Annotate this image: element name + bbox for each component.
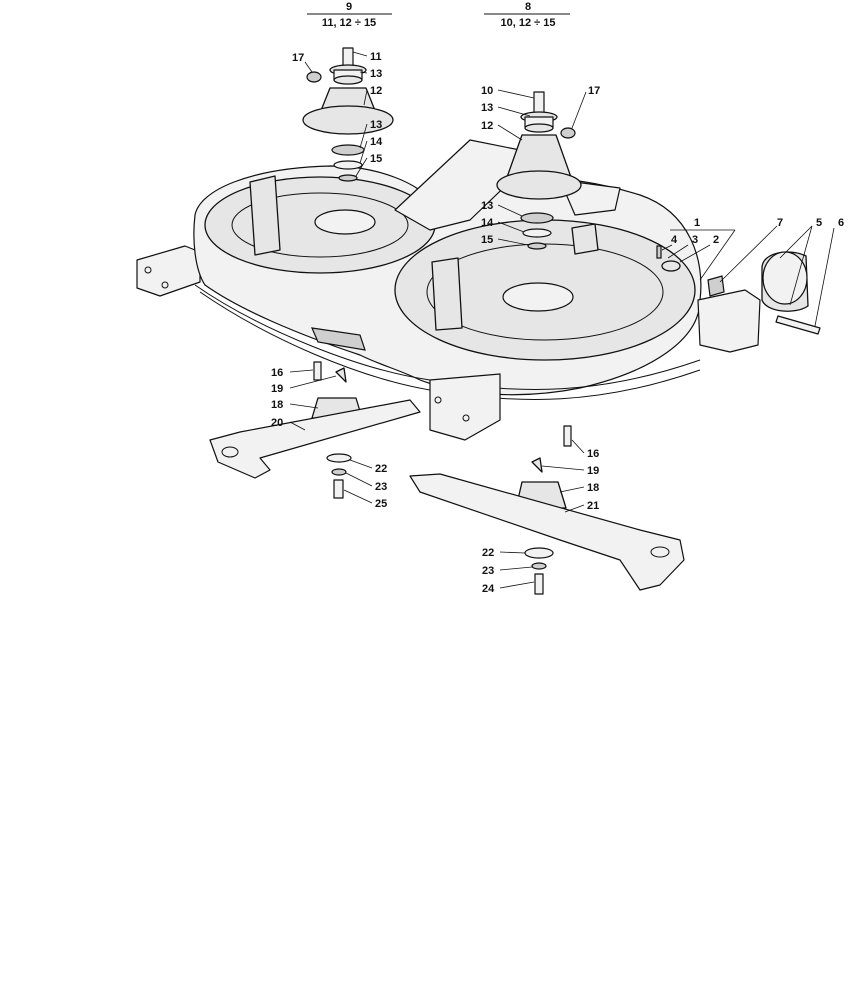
bolt-25 [333, 479, 344, 499]
callout-14: 14 [481, 217, 494, 229]
callout-17: 17 [292, 52, 304, 64]
bolt-16-right [563, 425, 572, 447]
callout-23: 23 [482, 565, 494, 577]
washer-22-right [524, 547, 554, 559]
washer-23-left [331, 468, 347, 476]
callout-11: 11 [370, 51, 382, 63]
bolt-4 [656, 245, 662, 259]
callout-25: 25 [375, 498, 387, 510]
callout-16: 16 [587, 448, 599, 460]
callout-18: 18 [587, 482, 599, 494]
callout-13: 13 [370, 68, 382, 80]
bolt-24 [534, 573, 544, 595]
callout-7: 7 [777, 217, 783, 229]
blade-21 [409, 473, 685, 591]
washer-23-right [531, 562, 547, 570]
deck-housing [136, 139, 761, 441]
header-right-top: 8 [525, 1, 531, 13]
callout-13: 13 [481, 200, 493, 212]
blade-assembly-left [209, 361, 421, 499]
callout-22: 22 [482, 547, 494, 559]
spindle-assembly-left [302, 47, 394, 182]
callout-12: 12 [370, 85, 382, 97]
callout-17: 17 [588, 85, 600, 97]
assembly-header-left: 9 11, 12 ÷ 15 [307, 1, 392, 29]
washer-2 [661, 260, 681, 272]
callout-1: 1 [694, 217, 700, 229]
bolt-16-left [313, 361, 322, 381]
callout-4: 4 [671, 234, 678, 246]
header-left-top: 9 [346, 1, 352, 13]
callout-15: 15 [481, 234, 493, 246]
key-19-left [335, 367, 347, 383]
callout-12: 12 [481, 120, 493, 132]
header-right-bottom: 10, 12 ÷ 15 [501, 17, 556, 29]
leader-lines [289, 51, 835, 589]
callout-21: 21 [587, 500, 599, 512]
blade-assembly-right [409, 425, 685, 595]
callout-14: 14 [370, 136, 383, 148]
roller-parts [656, 245, 821, 335]
callout-22: 22 [375, 463, 387, 475]
callout-13: 13 [370, 119, 382, 131]
clip-7 [707, 275, 725, 297]
callout-24: 24 [482, 583, 495, 595]
blade-20 [209, 399, 421, 479]
callout-23: 23 [375, 481, 387, 493]
callout-2: 2 [713, 234, 719, 246]
callout-6: 6 [838, 217, 844, 229]
spindle-assembly-right [496, 91, 582, 250]
nut-17-left [306, 71, 322, 83]
callout-10: 10 [481, 85, 493, 97]
callout-18: 18 [271, 399, 283, 411]
nut-17-right [560, 127, 576, 139]
washer-22-left [326, 453, 352, 463]
callout-13: 13 [481, 102, 493, 114]
header-left-bottom: 11, 12 ÷ 15 [322, 17, 376, 29]
callout-16: 16 [271, 367, 283, 379]
callout-3: 3 [692, 234, 698, 246]
callout-15: 15 [370, 153, 382, 165]
callout-19: 19 [271, 383, 283, 395]
pin-6 [775, 315, 821, 335]
callout-5: 5 [816, 217, 822, 229]
key-19-right [531, 457, 543, 473]
assembly-header-right: 8 10, 12 ÷ 15 [484, 1, 570, 29]
callout-19: 19 [587, 465, 599, 477]
callout-labels: 11 13 17 12 13 14 15 10 13 17 12 13 14 1… [271, 51, 844, 595]
callout-20: 20 [271, 417, 283, 429]
